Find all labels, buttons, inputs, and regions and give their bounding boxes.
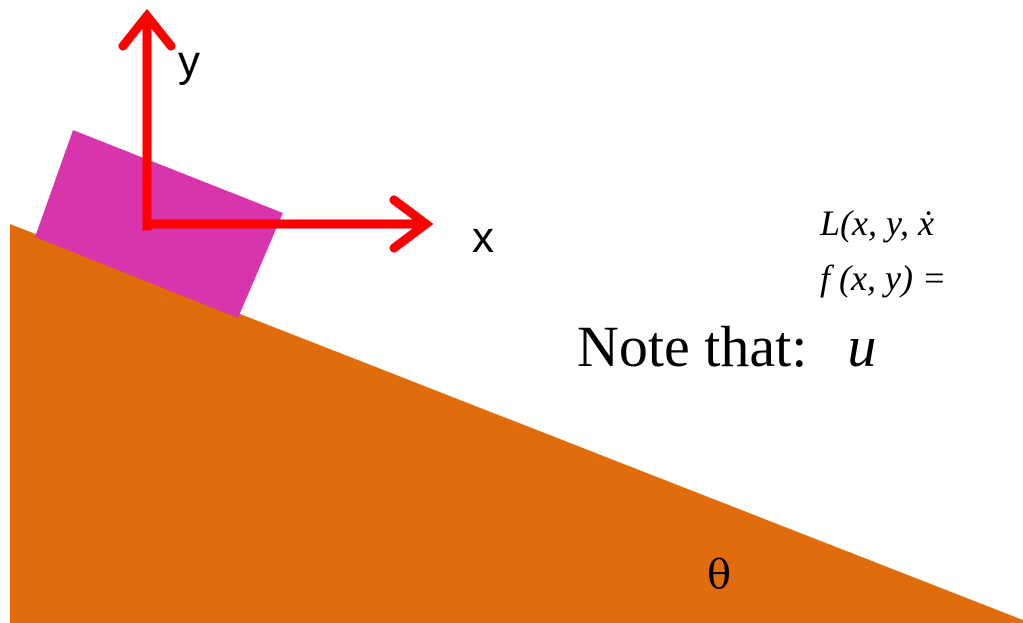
- note-math: u: [847, 314, 877, 379]
- y-axis-arrowhead: [118, 8, 176, 51]
- y-axis-label: y: [178, 37, 200, 86]
- inclined-plane: [10, 224, 1023, 623]
- angle-theta-label: θ: [707, 552, 732, 598]
- lagrangian-equation: L(x, y, ẋ: [820, 203, 934, 243]
- constraint-equation: f (x, y) =: [820, 258, 947, 298]
- x-axis-label: x: [472, 213, 494, 262]
- x-axis-arrowhead: [389, 195, 434, 253]
- note-text: Note that:: [577, 314, 808, 379]
- note-line: Note that:u: [577, 318, 876, 376]
